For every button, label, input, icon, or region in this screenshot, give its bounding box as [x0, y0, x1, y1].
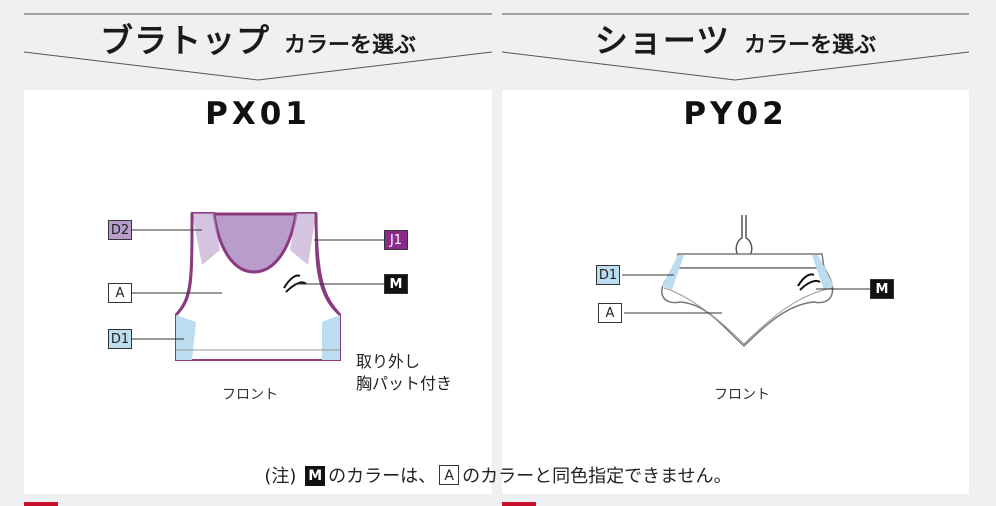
shorts-accent-bar — [502, 502, 536, 506]
bratop-header: ブラトップカラーを選ぶ — [24, 0, 492, 82]
header-chevron-frame — [24, 13, 492, 81]
bratop-front-label: フロント — [222, 387, 278, 403]
bratop-pad-note: 取り外し 胸パット付き — [356, 351, 452, 395]
bratop-label-m[interactable]: M — [384, 274, 408, 294]
shorts-title-main: ショーツ — [594, 21, 731, 60]
bratop-label-d1[interactable]: D1 — [108, 329, 132, 349]
shorts-front-label: フロント — [714, 387, 770, 403]
note-suffix: のカラーと同色指定できません。 — [462, 466, 732, 487]
shorts-title-sub: カラーを選ぶ — [744, 33, 877, 58]
shorts-title[interactable]: ショーツカラーを選ぶ — [502, 14, 969, 62]
pad-note-line1: 取り外し — [356, 352, 421, 371]
asics-stripe-icon — [797, 273, 821, 291]
bratop-label-d2[interactable]: D2 — [108, 220, 132, 240]
shorts-label-m[interactable]: M — [870, 279, 894, 299]
shorts-card: PY02 D1 A M フロント — [502, 90, 969, 494]
bratop-illustration — [132, 212, 384, 361]
bratop-title[interactable]: ブラトップカラーを選ぶ — [24, 14, 492, 62]
shorts-label-a[interactable]: A — [598, 303, 622, 323]
bratop-title-sub: カラーを選ぶ — [283, 33, 416, 58]
note-a-box: A — [439, 465, 460, 485]
bratop-panel: ブラトップカラーを選ぶ PX01 — [24, 0, 492, 506]
shorts-label-d1[interactable]: D1 — [596, 265, 620, 285]
bratop-label-j1[interactable]: J1 — [384, 230, 408, 250]
pad-note-line2: 胸パット付き — [356, 374, 453, 393]
bratop-accent-bar — [24, 502, 58, 506]
header-chevron-frame — [502, 13, 969, 81]
note-m-box: M — [305, 466, 326, 486]
bratop-label-a[interactable]: A — [108, 283, 132, 303]
shorts-illustration — [622, 215, 870, 348]
bratop-card: PX01 D2 J1 A — [24, 90, 492, 494]
bratop-title-main: ブラトップ — [99, 21, 270, 60]
shorts-model-code: PY02 — [683, 96, 788, 132]
bratop-model-code: PX01 — [205, 96, 311, 132]
note-prefix: (注) — [264, 466, 297, 487]
note-middle: のカラーは、 — [328, 466, 437, 487]
shorts-panel: ショーツカラーを選ぶ PY02 D1 A M フロント — [502, 0, 969, 506]
shorts-header: ショーツカラーを選ぶ — [502, 0, 969, 82]
